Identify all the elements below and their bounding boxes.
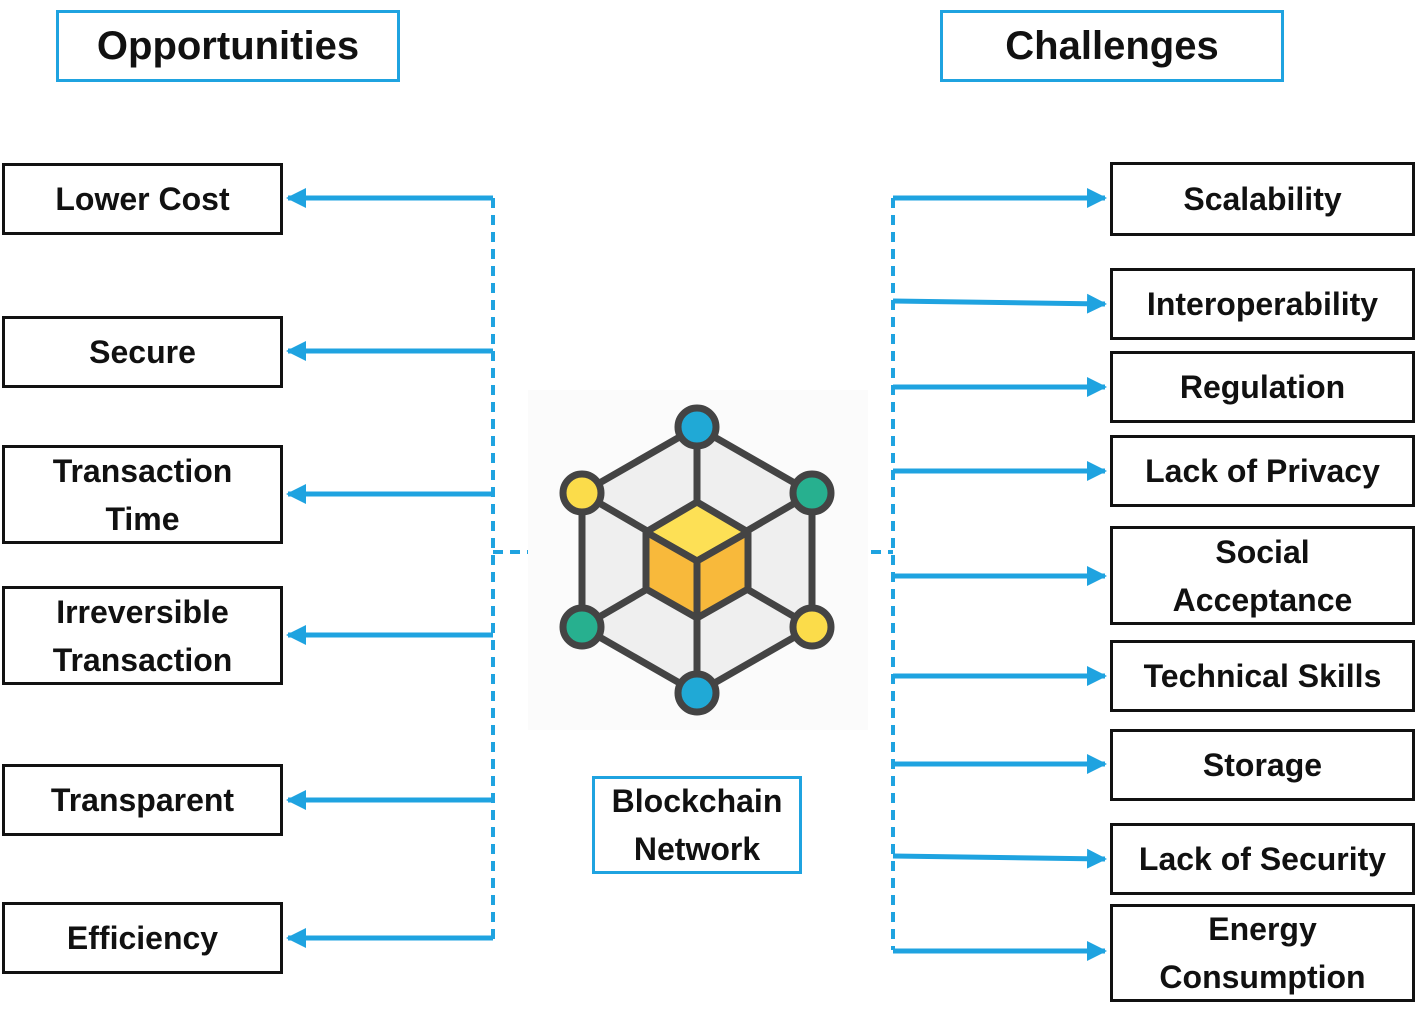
arrow-interoperability bbox=[892, 293, 1107, 314]
node-bottom-left bbox=[559, 604, 605, 650]
challenge-arrows bbox=[892, 188, 1107, 961]
blockchain-network-label: Blockchain Network bbox=[592, 776, 802, 874]
challenge-interoperability: Interoperability bbox=[1110, 268, 1415, 340]
opportunities-header: Opportunities bbox=[56, 10, 400, 82]
blockchain-network-icon bbox=[528, 390, 868, 730]
opportunity-arrows bbox=[286, 188, 493, 948]
node-top-left bbox=[559, 470, 605, 516]
opportunity-transparent: Transparent bbox=[2, 764, 283, 836]
challenge-scalability: Scalability bbox=[1110, 162, 1415, 236]
challenges-header: Challenges bbox=[940, 10, 1284, 82]
challenge-social-acceptance: Social Acceptance bbox=[1110, 526, 1415, 625]
node-bottom-right bbox=[789, 604, 835, 650]
challenge-lack-of-privacy: Lack of Privacy bbox=[1110, 435, 1415, 507]
opportunity-efficiency: Efficiency bbox=[2, 902, 283, 974]
challenge-technical-skills: Technical Skills bbox=[1110, 640, 1415, 712]
node-bottom bbox=[674, 670, 720, 716]
challenge-lack-of-security: Lack of Security bbox=[1110, 823, 1415, 895]
node-top bbox=[674, 404, 720, 450]
opportunity-transaction-time: Transaction Time bbox=[2, 445, 283, 544]
opportunity-secure: Secure bbox=[2, 316, 283, 388]
challenge-storage: Storage bbox=[1110, 729, 1415, 801]
arrow-lack-of-security bbox=[892, 848, 1107, 869]
opportunity-irreversible-transaction: Irreversible Transaction bbox=[2, 586, 283, 685]
opportunity-lower-cost: Lower Cost bbox=[2, 163, 283, 235]
challenge-energy-consumption: Energy Consumption bbox=[1110, 904, 1415, 1002]
challenge-regulation: Regulation bbox=[1110, 351, 1415, 423]
node-top-right bbox=[789, 470, 835, 516]
